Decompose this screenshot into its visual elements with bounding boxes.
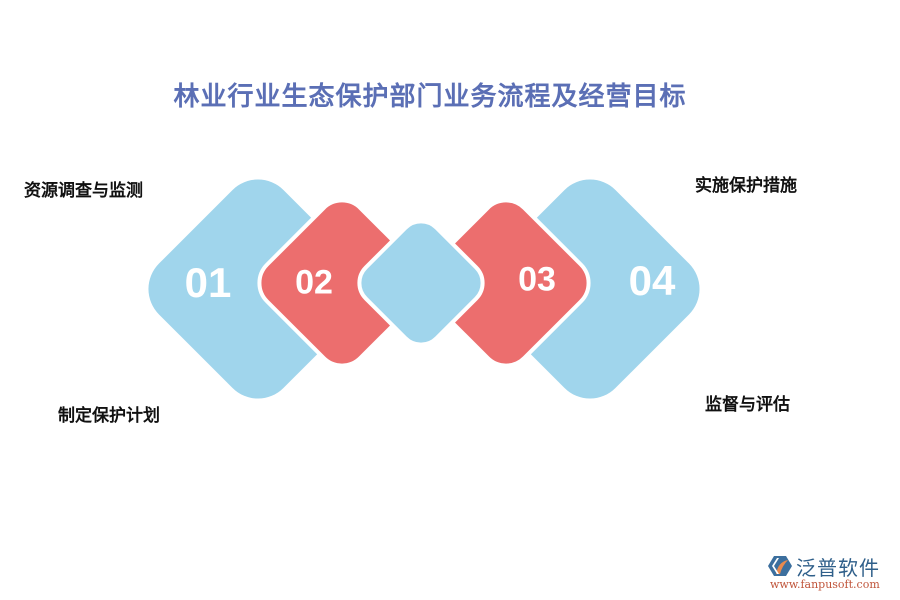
step-2-number: 02 bbox=[295, 263, 333, 302]
logo-url: www.fanpusoft.com bbox=[770, 578, 880, 591]
step-3-number: 03 bbox=[518, 260, 556, 299]
step-1-label: 资源调查与监测 bbox=[24, 181, 143, 201]
logo-icon bbox=[768, 556, 792, 576]
brand-logo: 泛普软件 www.fanpusoft.com bbox=[768, 552, 893, 592]
step-3-label: 实施保护措施 bbox=[695, 176, 797, 196]
step-4-label: 监督与评估 bbox=[705, 395, 790, 415]
step-4-number: 04 bbox=[628, 257, 676, 304]
logo-name: 泛普软件 bbox=[796, 556, 880, 580]
step-1-number: 01 bbox=[184, 259, 232, 306]
page-title: 林业行业生态保护部门业务流程及经营目标 bbox=[173, 82, 687, 112]
step-2-label: 制定保护计划 bbox=[58, 406, 160, 426]
